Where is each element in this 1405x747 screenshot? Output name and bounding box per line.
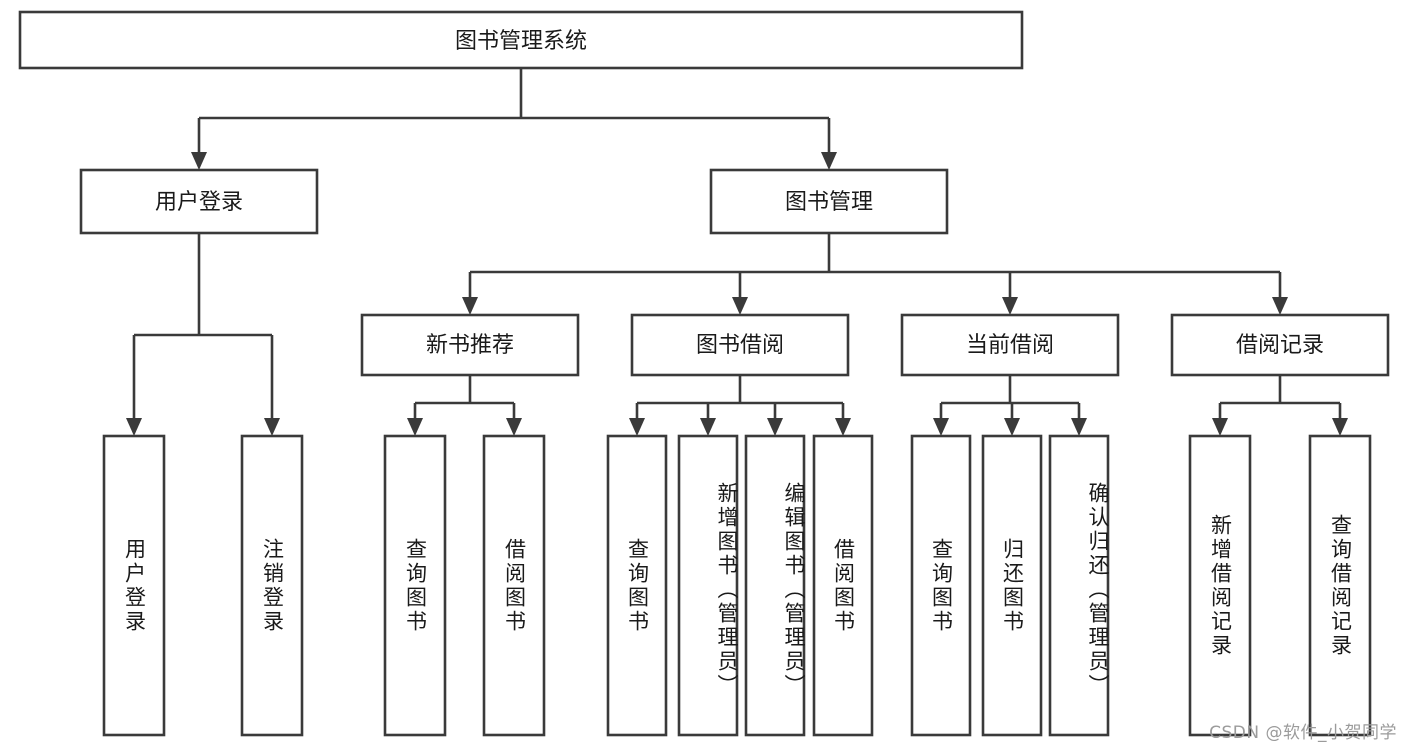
connector-current-to-leaves [933, 375, 1087, 436]
connector-borrow-to-leaves [629, 375, 851, 436]
csdn-watermark: CSDN @软件_小贺同学 [1209, 723, 1397, 743]
leaf-box-query-book-current[interactable] [910, 434, 972, 737]
node-book-management[interactable] [709, 168, 949, 235]
connector-root-to-level2 [191, 68, 837, 170]
leaf-box-user-login[interactable] [102, 434, 166, 737]
connector-login-to-leaves [126, 233, 280, 436]
leaf-box-confirm-return-admin[interactable] [1048, 434, 1110, 737]
node-book-management-label: 图书管理 [785, 190, 873, 215]
node-current-borrow-label: 当前借阅 [966, 333, 1054, 358]
leaf-box-borrow-book-rec[interactable] [482, 434, 546, 737]
leaf-box-return-book[interactable] [981, 434, 1043, 737]
node-root[interactable] [18, 10, 1024, 70]
leaf-box-edit-book-admin[interactable] [744, 434, 806, 737]
node-current-borrow[interactable] [900, 313, 1120, 377]
node-new-book-recommend-label: 新书推荐 [426, 333, 514, 358]
node-borrow-records-label: 借阅记录 [1236, 333, 1324, 358]
node-user-login[interactable] [79, 168, 319, 235]
node-root-label: 图书管理系统 [455, 29, 587, 54]
connector-newbooks-to-leaves [407, 375, 522, 436]
leaf-box-query-borrow-record[interactable] [1308, 434, 1372, 737]
connector-records-to-leaves [1212, 375, 1348, 436]
leaf-box-query-book-borrow[interactable] [606, 434, 668, 737]
leaf-box-add-borrow-record[interactable] [1188, 434, 1252, 737]
node-book-borrow-label: 图书借阅 [696, 333, 784, 358]
leaf-box-add-book-admin[interactable] [677, 434, 739, 737]
leaf-box-query-book-rec[interactable] [383, 434, 447, 737]
leaf-box-logout[interactable] [240, 434, 304, 737]
leaf-box-borrow-book[interactable] [812, 434, 874, 737]
node-new-book-recommend[interactable] [360, 313, 580, 377]
node-user-login-label: 用户登录 [155, 190, 243, 215]
node-book-borrow[interactable] [630, 313, 850, 377]
node-borrow-records[interactable] [1170, 313, 1390, 377]
connector-books-to-level3 [462, 233, 1288, 315]
